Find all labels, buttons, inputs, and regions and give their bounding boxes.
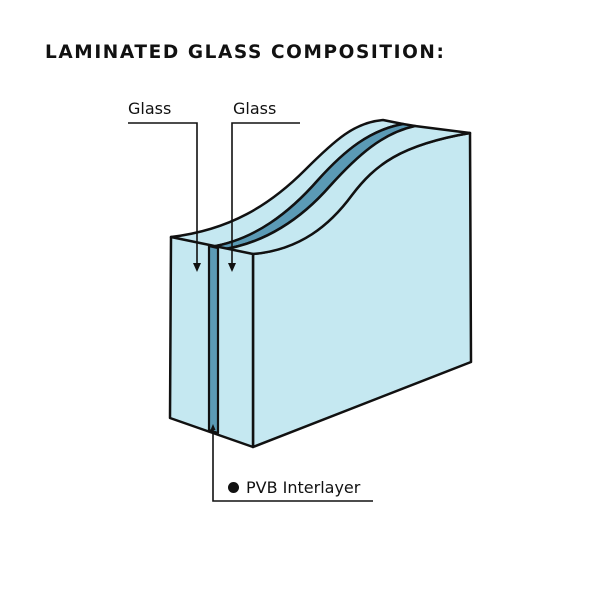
label-glass-outer: Glass [128,99,172,118]
arrow-up-icon [210,424,216,430]
leader-line-glass-inner [231,122,300,266]
leader-line-glass-outer [128,122,198,266]
label-pvb-text: PVB Interlayer [246,478,361,497]
glass-top-inner [217,124,472,256]
arrow-down-icon [193,263,201,272]
label-glass-inner: Glass [233,99,277,118]
diagram-title: LAMINATED GLASS COMPOSITION: [45,42,446,63]
bullet-icon [228,482,239,493]
interlayer-front [207,244,220,435]
leader-line-interlayer [212,430,373,502]
label-pvb-interlayer: PVB Interlayer [228,478,360,497]
arrow-down-icon [228,263,236,272]
